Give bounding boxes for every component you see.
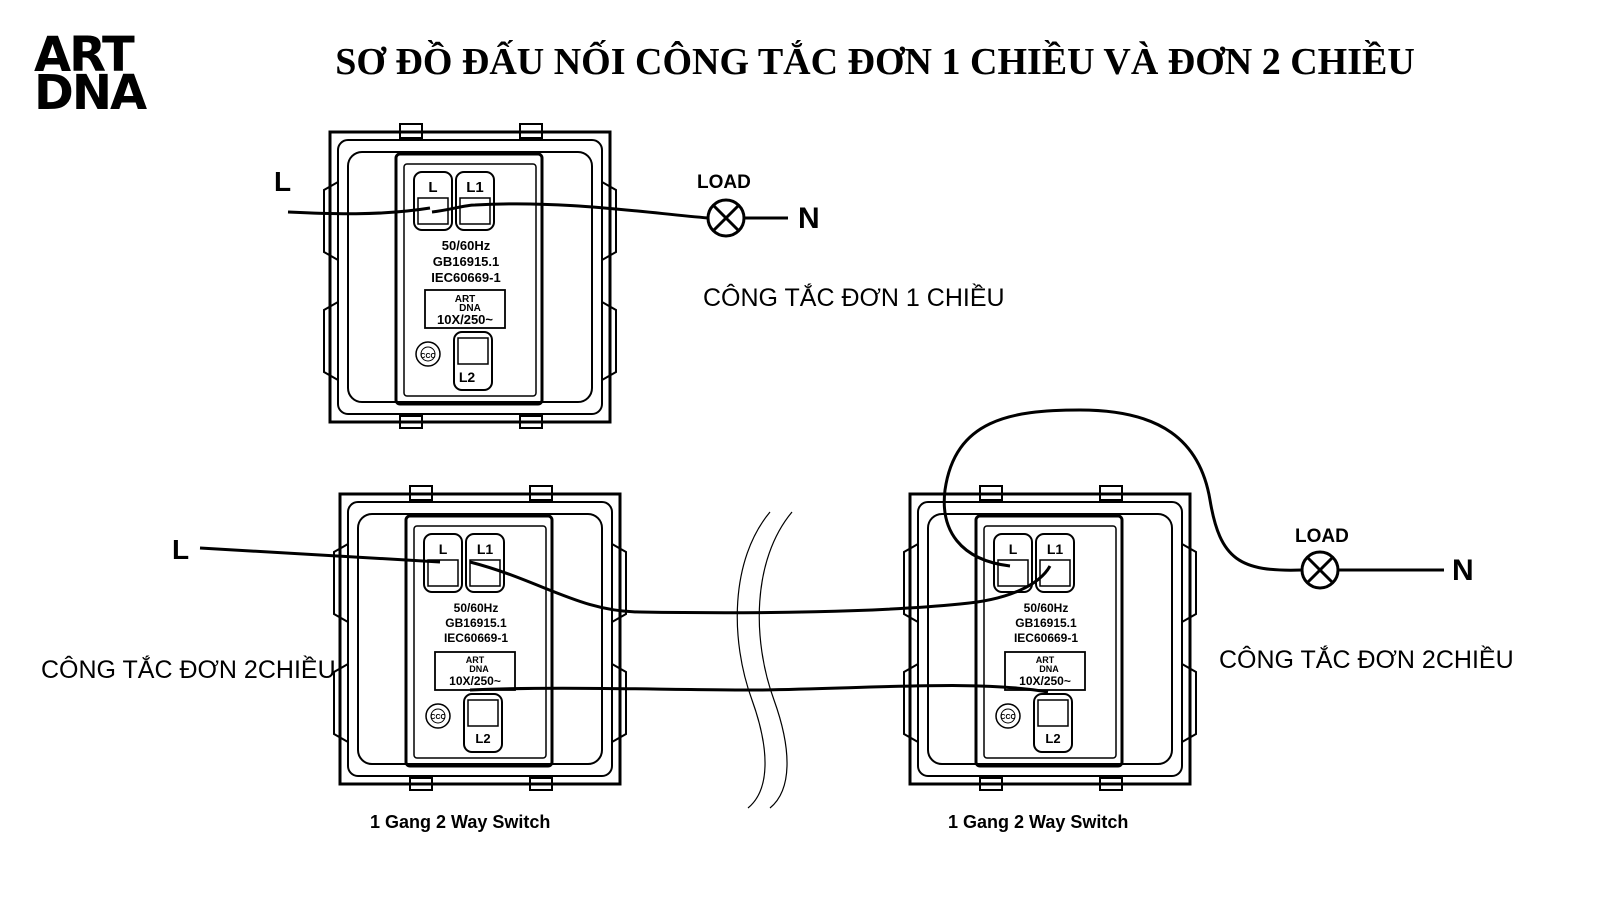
wire-switch-to-load-top: [431, 202, 709, 220]
wire-common-to-load: [942, 408, 1303, 572]
rating-label: 10X/250~: [437, 312, 493, 327]
terminal-l1-label: L1: [477, 541, 494, 557]
break-mark-right: [758, 511, 793, 809]
terminal-l-label: L: [1009, 541, 1018, 557]
spec-standard-iec: IEC60669-1: [444, 631, 508, 645]
spec-standard-iec: IEC60669-1: [431, 270, 500, 285]
terminal-l-label: L: [428, 179, 437, 196]
lamp-icon-bottom: [1300, 550, 1340, 590]
spec-frequency: 50/60Hz: [454, 601, 499, 615]
cert-mark: CCC: [430, 714, 445, 721]
switch-face-bottom-right: L L1 50/60Hz GB16915.1 IEC60669-1 ART DN…: [1000, 541, 1078, 746]
spec-frequency: 50/60Hz: [1024, 601, 1069, 615]
wire-traveller-l2: [469, 684, 1049, 694]
lamp-icon-top: [706, 198, 746, 238]
switch-face-top: L L1 50/60Hz GB16915.1 IEC60669-1 ART DN…: [420, 179, 500, 385]
logo-line-1: ART: [34, 27, 135, 83]
live-label-top: L: [274, 166, 292, 197]
switch-face-bottom-left: L L1 50/60Hz GB16915.1 IEC60669-1 ART DN…: [430, 541, 508, 746]
wire-live-top: [287, 206, 431, 216]
terminal-l2-label: L2: [1045, 731, 1060, 746]
terminal-l1-label: L1: [1047, 541, 1064, 557]
sublabel-switch-left: 1 Gang 2 Way Switch: [370, 812, 551, 832]
load-label-top: LOAD: [697, 172, 751, 193]
wire-live-bottom: [199, 546, 441, 564]
caption-one-way-switch: CÔNG TẮC ĐƠN 1 CHIỀU: [703, 284, 1005, 312]
cert-mark: CCC: [1000, 714, 1015, 721]
load-label-bottom: LOAD: [1295, 526, 1349, 547]
badge-brand-line-2: DNA: [459, 303, 481, 314]
sublabel-switch-right: 1 Gang 2 Way Switch: [948, 812, 1129, 832]
badge-brand-line-2: DNA: [469, 664, 489, 674]
rating-label: 10X/250~: [449, 674, 501, 688]
spec-standard-gb: GB16915.1: [445, 616, 507, 630]
badge-brand-line-2: DNA: [1039, 664, 1059, 674]
terminal-l-label: L: [439, 541, 448, 557]
caption-two-way-switch-left: CÔNG TẮC ĐƠN 2CHIỀU: [41, 656, 336, 684]
cert-mark: CCC: [420, 353, 435, 360]
logo-line-2: DNA: [34, 65, 147, 122]
live-label-bottom: L: [172, 534, 190, 565]
diagram-title: SƠ ĐỒ ĐẤU NỐI CÔNG TẮC ĐƠN 1 CHIỀU VÀ ĐƠ…: [335, 41, 1415, 83]
spec-standard-gb: GB16915.1: [433, 254, 500, 269]
terminal-l2-label: L2: [459, 369, 476, 385]
artdna-logo: ART DNA: [34, 27, 147, 122]
spec-standard-iec: IEC60669-1: [1014, 631, 1078, 645]
neutral-label-bottom: N: [1452, 554, 1474, 587]
spec-frequency: 50/60Hz: [442, 238, 491, 253]
wire-traveller-l1: [469, 560, 1052, 615]
rating-label: 10X/250~: [1019, 674, 1071, 688]
badge-brand-line-1: ART: [455, 294, 476, 305]
terminal-l2-label: L2: [475, 731, 490, 746]
spec-standard-gb: GB16915.1: [1015, 616, 1077, 630]
terminal-l1-label: L1: [466, 179, 484, 196]
neutral-label-top: N: [798, 202, 820, 235]
break-mark-left: [736, 511, 771, 809]
caption-two-way-switch-right: CÔNG TẮC ĐƠN 2CHIỀU: [1219, 646, 1514, 674]
badge-brand-line-1: ART: [466, 655, 485, 665]
badge-brand-line-1: ART: [1036, 655, 1055, 665]
